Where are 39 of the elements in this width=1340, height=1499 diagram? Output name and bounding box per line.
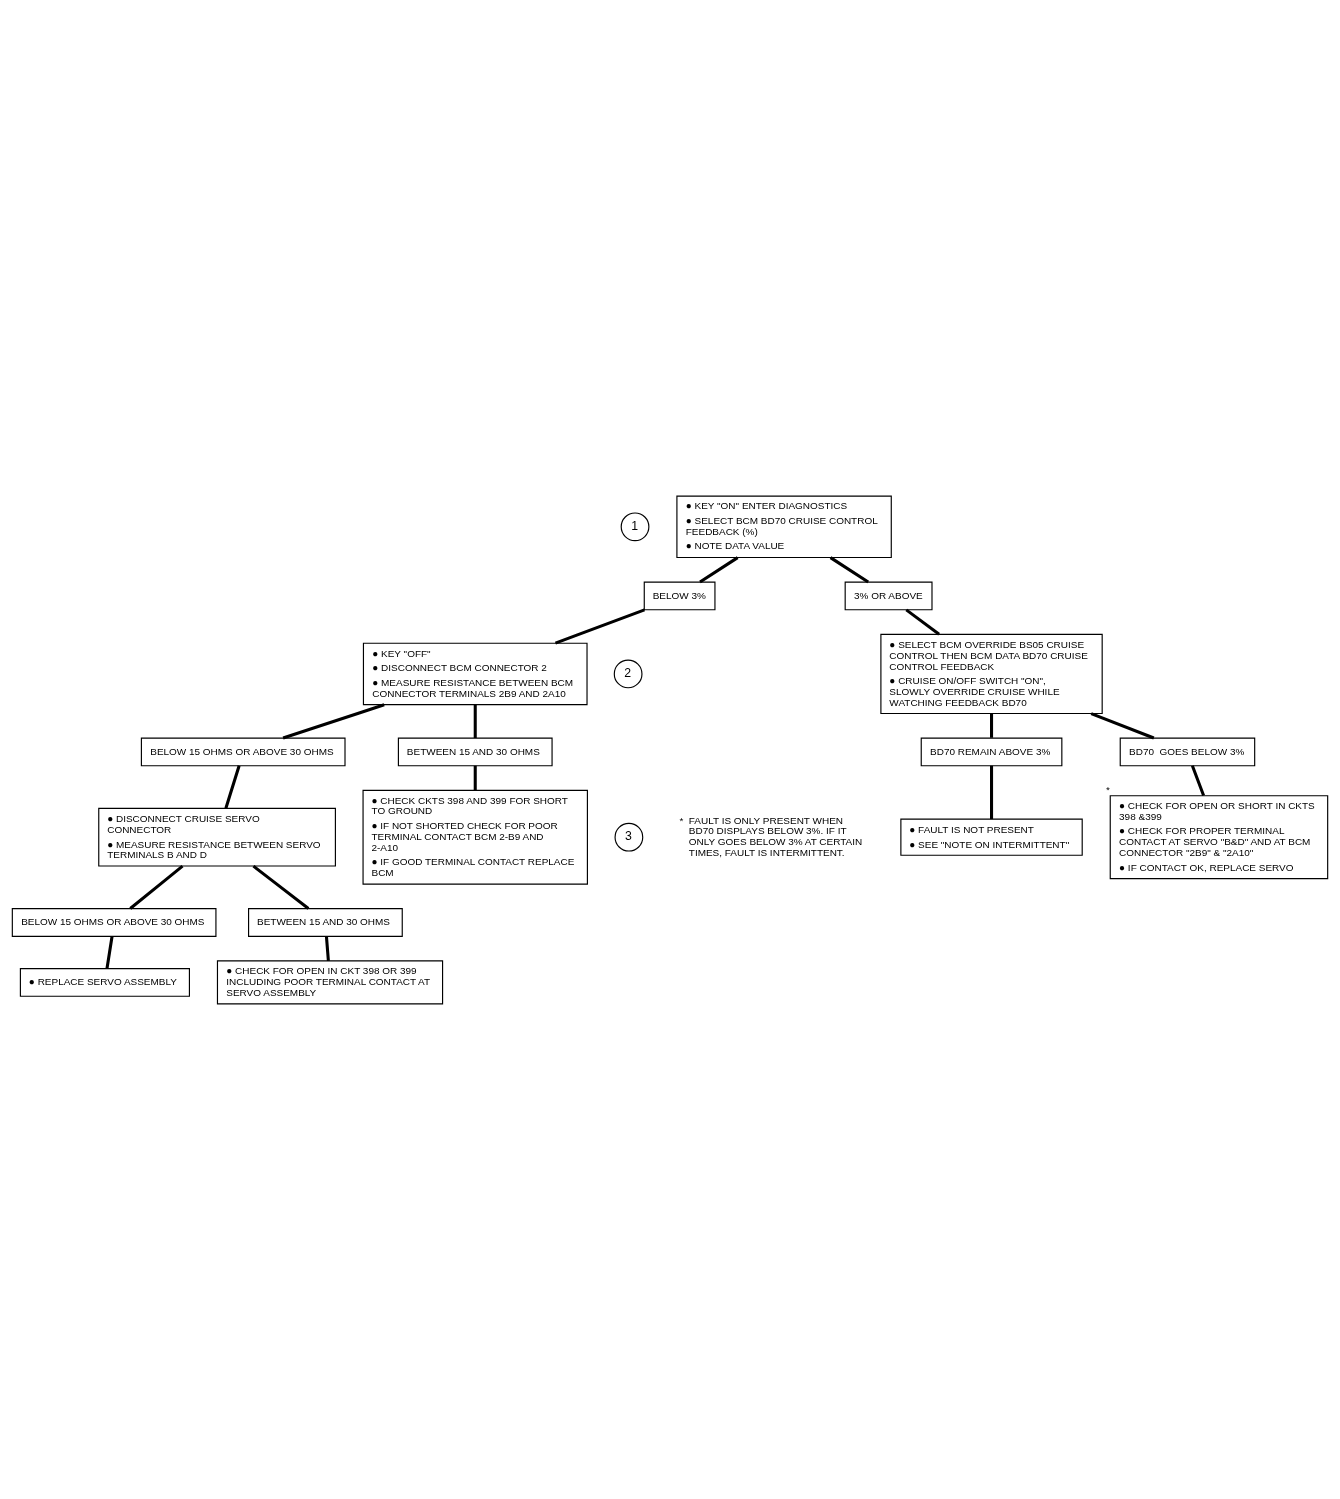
connector xyxy=(554,607,645,645)
node-box: BD70 GOES BELOW 3% xyxy=(1119,737,1256,766)
node-box: ● CHECK CKTS 398 AND 399 FOR SHORT TO GROUND ● IF NOT SHORTED CHECK FOR POOR TERMINAL CONTACT BCM 2-B9 AND 2-A10 ● IF GOOD TERMINAL CONTACT REPLACE BCM xyxy=(362,789,588,885)
node-circle: 2 xyxy=(613,659,643,688)
node-box: ● FAULT IS NOT PRESENT ● SEE "NOTE ON INTERMITTENT" xyxy=(900,818,1083,856)
node-box: BETWEEN 15 AND 30 OHMS xyxy=(248,907,403,937)
node-circle: 3 xyxy=(614,822,644,852)
connector xyxy=(829,555,870,583)
connector xyxy=(473,704,477,738)
node-box: ● SELECT BCM OVERRIDE BS05 CRUISE CONTROL THEN BCM DATA BD70 CRUISE CONTROL FEEDBACK ● CRUISE ON/OFF SWITCH "ON", SLOWLY OVERRIDE CRUISE WHILE WATCHING FEEDBACK BD70 xyxy=(880,633,1103,714)
connector xyxy=(129,864,184,910)
connector xyxy=(990,765,994,819)
connector xyxy=(473,765,477,790)
node-circle: 1 xyxy=(620,511,650,541)
connector xyxy=(1190,764,1205,796)
node-box: 3% OR ABOVE xyxy=(844,581,933,610)
connector xyxy=(905,608,940,635)
connector xyxy=(699,555,739,583)
connector xyxy=(224,764,241,809)
node-box: BELOW 15 OHMS OR ABOVE 30 OHMS xyxy=(11,907,217,937)
node-box: BETWEEN 15 AND 30 OHMS xyxy=(397,737,553,766)
node-box: ● KEY "OFF" ● DISCONNECT BCM CONNECTOR 2 ● MEASURE RESISTANCE BETWEEN BCM CONNECTOR TERMINALS 2B9 AND 2A10 xyxy=(362,642,588,705)
node-box: ● REPLACE SERVO ASSEMBLY xyxy=(19,967,190,997)
node-box: ● CHECK FOR OPEN OR SHORT IN CKTS 398 &399 ● CHECK FOR PROPER TERMINAL CONTACT AT SERVO "B&D" AND AT BCM CONNECTOR "2B9" & "2A10" ● IF CONTACT OK, REPLACE SERVO xyxy=(1109,794,1329,879)
connector xyxy=(990,713,994,738)
node-box: BELOW 15 OHMS OR ABOVE 30 OHMS xyxy=(140,737,346,766)
connector xyxy=(1090,711,1155,739)
connector xyxy=(324,935,330,961)
label: * xyxy=(679,814,684,826)
node-box: ● DISCONNECT CRUISE SERVO CONNECTOR ● MEASURE RESISTANCE BETWEEN SERVO TERMINALS B AND D xyxy=(98,807,336,867)
label: FAULT IS ONLY PRESENT WHEN BD70 DISPLAYS BELOW 3%. IF IT ONLY GOES BELOW 3% AT CERTAIN TIMES, FAULT IS INTERMITTENT. xyxy=(688,814,863,858)
connector xyxy=(282,702,385,739)
node-box: ● KEY "ON" ENTER DIAGNOSTICS ● SELECT BCM BD70 CRUISE CONTROL FEEDBACK (%) ● NOTE DATA VALUE xyxy=(676,495,892,558)
node-box: BD70 REMAIN ABOVE 3% xyxy=(920,737,1063,766)
node-box: BELOW 3% xyxy=(643,581,716,610)
connector xyxy=(252,864,310,910)
node-label: * xyxy=(1105,783,1110,795)
node-box: ● CHECK FOR OPEN IN CKT 398 OR 399 INCLUDING POOR TERMINAL CONTACT AT SERVO ASSEMBLY xyxy=(216,959,444,1004)
connector xyxy=(105,935,114,969)
